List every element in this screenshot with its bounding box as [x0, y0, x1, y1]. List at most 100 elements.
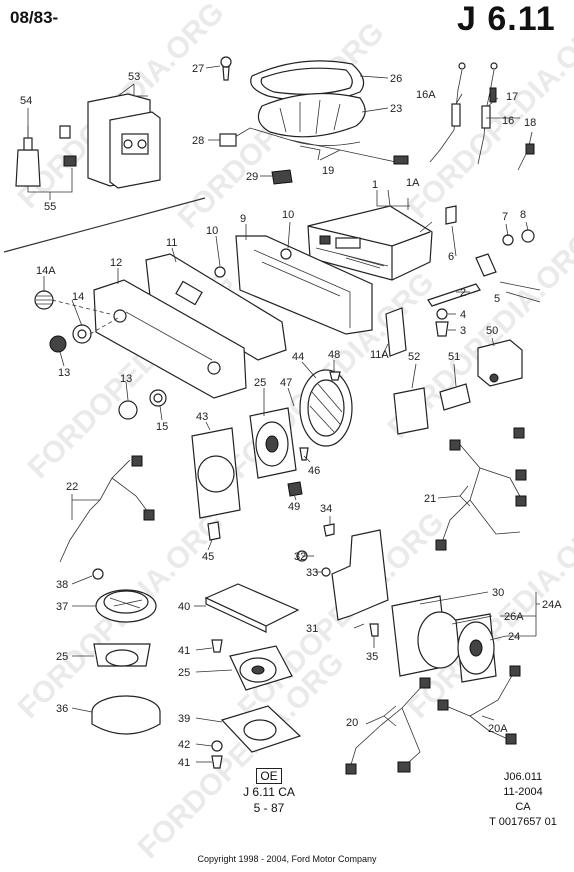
clip-part [287, 481, 303, 497]
side-bracket-part [385, 307, 407, 357]
callout-15: 15 [156, 421, 168, 433]
speaker-adapter-ring-part [191, 427, 241, 519]
connector-part [271, 169, 293, 185]
oe-reference-block: OE J 6.11 CA 5 - 87 [224, 768, 314, 816]
oe-date-line: 5 - 87 [253, 801, 285, 815]
callout-10: 10 [206, 225, 218, 237]
speaker-part [229, 645, 293, 691]
callout-10: 10 [282, 209, 294, 221]
wiring-harness-part [435, 427, 527, 551]
callout-29: 29 [246, 171, 258, 183]
cleaning-fluid-bottle-part [15, 125, 77, 187]
screw-part [323, 523, 335, 537]
screw-part [207, 521, 221, 541]
callout-36: 36 [56, 703, 68, 715]
catalog-region-line: CA [515, 801, 531, 813]
callout-35: 35 [366, 651, 378, 663]
callout-25: 25 [254, 377, 266, 389]
screw-part [211, 755, 223, 769]
leader-lines [27, 65, 541, 763]
callout-54: 54 [20, 95, 32, 107]
callout-24a: 24A [542, 599, 562, 611]
rear-speaker-assembly-part [391, 595, 497, 683]
washer-part [321, 567, 331, 577]
callout-16: 16 [502, 115, 514, 127]
callout-30: 30 [492, 587, 504, 599]
callout-48: 48 [328, 349, 340, 361]
callout-47: 47 [280, 377, 292, 389]
callout-9: 9 [240, 213, 246, 225]
speaker-part [93, 643, 151, 667]
callout-51: 51 [448, 351, 460, 363]
callout-2: 2 [460, 287, 466, 299]
callout-4: 4 [460, 309, 466, 321]
callout-49: 49 [288, 501, 300, 513]
oval-speaker-part [229, 60, 409, 165]
callout-41: 41 [178, 645, 190, 657]
callout-26a: 26A [504, 611, 524, 623]
callout-labels: 1 1A 2 3 4 5 6 7 8 9 10 10 11 11A 12 13 … [20, 63, 562, 769]
callout-14: 14 [72, 291, 84, 303]
speaker-grille-part [299, 369, 353, 447]
callout-11a: 11A [370, 349, 389, 361]
oe-reference-line: J 6.11 CA [243, 785, 295, 799]
speaker-pad-side-part [205, 597, 267, 633]
callout-44: 44 [292, 351, 304, 363]
callout-3: 3 [460, 325, 466, 337]
callout-1a: 1A [406, 177, 420, 189]
callout-22: 22 [66, 481, 78, 493]
speaker-bracket-part [331, 529, 389, 621]
callout-19: 19 [322, 165, 334, 177]
callout-41: 41 [178, 757, 190, 769]
catalog-number-line: T 0017657 01 [489, 816, 557, 828]
wiring-harness-part [345, 665, 521, 775]
callout-20: 20 [346, 717, 358, 729]
copyright-notice: Copyright 1998 - 2004, Ford Motor Compan… [197, 854, 377, 864]
washer-part [211, 740, 223, 752]
catalog-date-line: 11-2004 [503, 786, 543, 798]
section-reference: J 6.11 [457, 0, 556, 38]
callout-21: 21 [424, 493, 436, 505]
screw-part [220, 56, 232, 81]
callout-27: 27 [192, 63, 204, 75]
callout-24: 24 [508, 631, 520, 643]
clip-part [219, 133, 237, 147]
section-divider [3, 197, 206, 253]
nut-part [280, 248, 292, 260]
speaker-mount-plate-part [220, 705, 302, 753]
callout-43: 43 [196, 411, 208, 423]
callout-33: 33 [306, 567, 318, 579]
callout-25: 25 [178, 667, 190, 679]
callout-20a: 20A [488, 723, 508, 735]
callout-17: 17 [506, 91, 518, 103]
callout-25: 25 [56, 651, 68, 663]
catalog-code-line: J06.011 [503, 771, 543, 783]
callout-7: 7 [502, 211, 508, 223]
radio-housing-frame-part [235, 235, 373, 335]
speaker-frame-part [91, 695, 161, 735]
assembly-line [51, 299, 119, 335]
callout-13: 13 [120, 373, 132, 385]
callout-55: 55 [44, 201, 56, 213]
nut-part [214, 266, 226, 278]
amplifier-box-part [477, 339, 523, 387]
frame-part [393, 387, 429, 435]
callout-11: 11 [166, 237, 177, 249]
screw-part [299, 447, 309, 461]
callout-14a: 14A [36, 265, 56, 277]
cassette-cleaner-part [87, 93, 161, 189]
speaker-part [249, 407, 297, 479]
screw-part [92, 568, 104, 580]
screw-part [211, 639, 223, 653]
callout-52: 52 [408, 351, 420, 363]
control-knob-part [34, 290, 167, 420]
date-code: 08/83- [10, 8, 59, 27]
callout-23: 23 [390, 103, 402, 115]
callout-38: 38 [56, 579, 68, 591]
callout-6: 6 [448, 251, 454, 263]
callout-46: 46 [308, 465, 320, 477]
radio-cassette-unit-part [307, 205, 433, 281]
speaker-mount-part [439, 383, 471, 411]
